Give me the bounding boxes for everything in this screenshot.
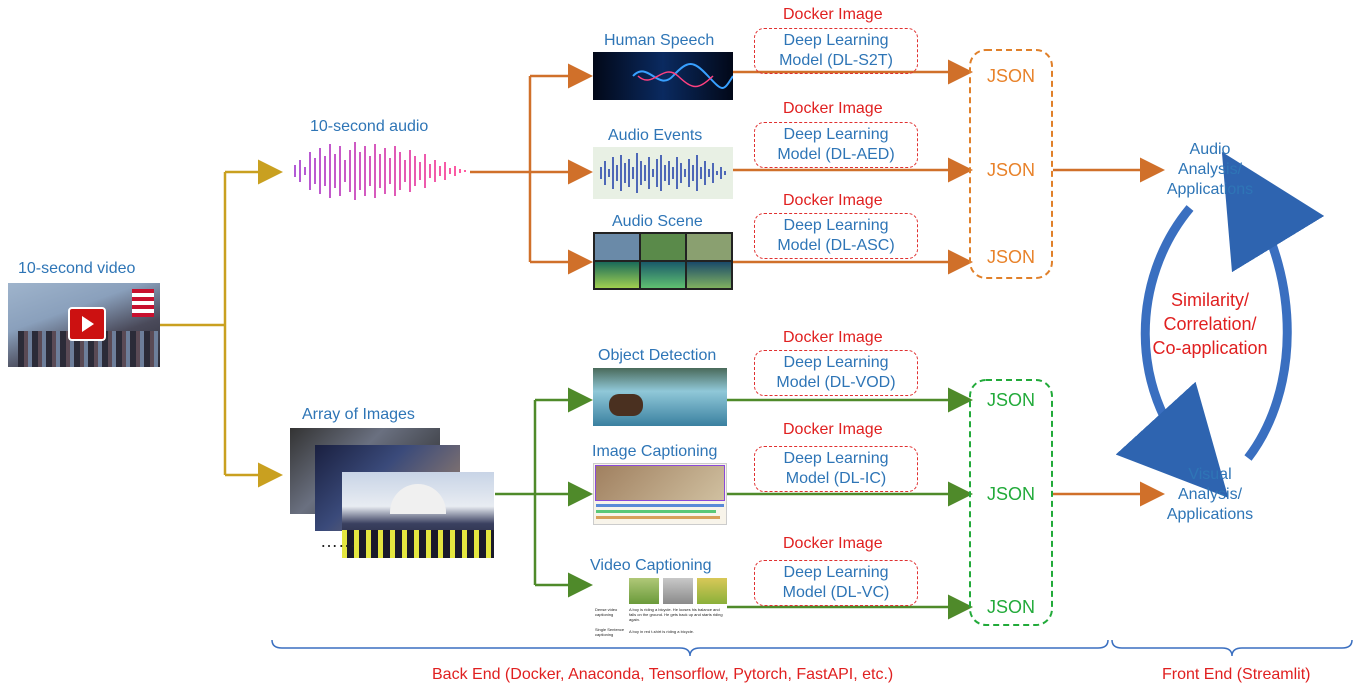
docker-label-vod: Docker Image — [783, 329, 883, 346]
frontend-label: Front End (Streamlit) — [1162, 666, 1311, 683]
docker-label-aed: Docker Image — [783, 100, 883, 117]
audio-scene-thumbnail — [593, 232, 733, 290]
json-output-vc: JSON — [987, 597, 1036, 617]
image-captioning-title: Image Captioning — [592, 443, 718, 460]
docker-label-s2t: Docker Image — [783, 6, 883, 23]
dense-caption-text: A boy is riding a bicycle. He looses his… — [629, 607, 723, 622]
model-line1: Deep Learning — [783, 564, 889, 581]
json-output-vod: JSON — [987, 390, 1036, 410]
audio-app-line2: Analysis/ — [1177, 161, 1243, 178]
visual-app-line3: Applications — [1166, 506, 1254, 523]
video-thumbnail — [8, 283, 160, 367]
model-line2: Model (DL-VC) — [782, 584, 890, 601]
human-speech-title: Human Speech — [604, 32, 715, 49]
model-box-asc[interactable]: Deep Learning Model (DL-ASC) — [754, 213, 918, 259]
audio-app-line3: Applications — [1166, 181, 1254, 198]
docker-label-vc: Docker Image — [783, 535, 883, 552]
json-output-asc: JSON — [987, 247, 1036, 267]
similarity-label: Similarity/ Correlation/ Co-application — [1150, 288, 1270, 360]
json-output-aed: JSON — [987, 160, 1036, 180]
model-line2: Model (DL-VOD) — [776, 374, 896, 391]
model-line1: Deep Learning — [783, 32, 889, 49]
image-captioning-thumbnail — [593, 463, 727, 525]
model-box-vc[interactable]: Deep Learning Model (DL-VC) — [754, 560, 918, 606]
model-line1: Deep Learning — [783, 217, 889, 234]
human-speech-thumbnail — [593, 52, 733, 100]
visual-app-line2: Analysis/ — [1177, 486, 1243, 503]
dense-caption-label: Dense video captioning — [595, 607, 618, 617]
backend-label: Back End (Docker, Anaconda, Tensorflow, … — [432, 666, 894, 683]
model-line1: Deep Learning — [783, 354, 889, 371]
images-label: Array of Images — [302, 406, 415, 423]
video-captioning-thumbnail: Dense video captioning A boy is riding a… — [593, 578, 727, 640]
audio-scene-title: Audio Scene — [612, 213, 703, 230]
single-caption-text: A boy in red t-shirt is riding a bicycle… — [629, 629, 694, 634]
similarity-line3: Co-application — [1152, 338, 1268, 358]
audio-waveform-icon — [294, 142, 466, 200]
model-line2: Model (DL-ASC) — [777, 237, 895, 254]
model-line2: Model (DL-AED) — [777, 146, 895, 163]
video-label: 10-second video — [18, 260, 136, 277]
similarity-line1: Similarity/ — [1170, 290, 1249, 310]
audio-events-title: Audio Events — [608, 127, 703, 144]
single-caption-label: Single Sentence captioning — [595, 627, 625, 637]
object-detection-thumbnail — [593, 368, 727, 426]
images-ellipsis: …… — [320, 531, 356, 551]
docker-label-ic: Docker Image — [783, 421, 883, 438]
model-line2: Model (DL-IC) — [785, 470, 887, 487]
model-line2: Model (DL-S2T) — [779, 52, 893, 69]
model-line1: Deep Learning — [783, 450, 889, 467]
model-box-ic[interactable]: Deep Learning Model (DL-IC) — [754, 446, 918, 492]
visual-app-line1: Visual — [1188, 466, 1232, 483]
model-box-aed[interactable]: Deep Learning Model (DL-AED) — [754, 122, 918, 168]
model-box-vod[interactable]: Deep Learning Model (DL-VOD) — [754, 350, 918, 396]
audio-label: 10-second audio — [310, 118, 429, 135]
json-output-s2t: JSON — [987, 66, 1036, 86]
docker-label-asc: Docker Image — [783, 192, 883, 209]
object-detection-title: Object Detection — [598, 347, 717, 364]
model-box-s2t[interactable]: Deep Learning Model (DL-S2T) — [754, 28, 918, 74]
audio-events-thumbnail — [593, 147, 733, 199]
image-frame-3 — [342, 472, 494, 558]
video-captioning-title: Video Captioning — [590, 557, 712, 574]
model-line1: Deep Learning — [783, 126, 889, 143]
audio-applications: Audio Analysis/ Applications — [1160, 140, 1260, 200]
play-icon[interactable] — [68, 307, 106, 341]
visual-applications: Visual Analysis/ Applications — [1160, 465, 1260, 525]
json-output-ic: JSON — [987, 484, 1036, 504]
similarity-line2: Correlation/ — [1163, 314, 1257, 334]
audio-app-line1: Audio — [1189, 141, 1231, 158]
